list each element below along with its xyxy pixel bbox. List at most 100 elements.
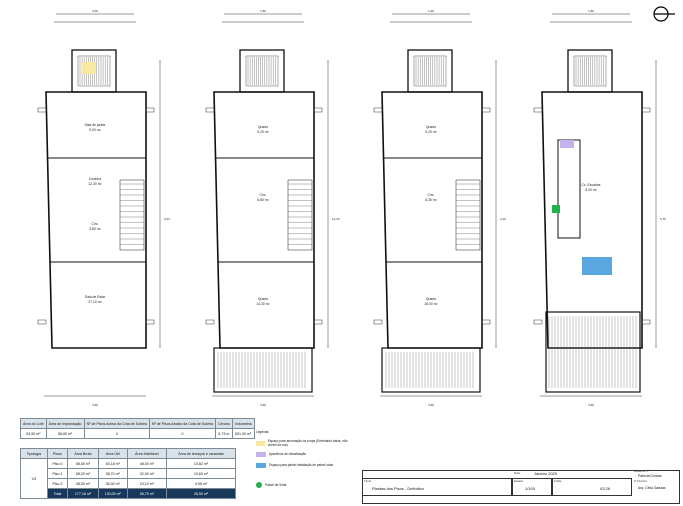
dimension-label: 1,50 [260, 9, 266, 13]
grate [573, 55, 607, 87]
lot-value: 58,80 m² [45, 428, 85, 439]
floor-cell: 36,30 m² [97, 478, 128, 489]
sheet-label: Folha: [554, 479, 562, 483]
legend-item: Aparelhos de climatização [256, 451, 306, 457]
floor-header: Área Útil [97, 448, 128, 459]
title-block: Título: Plantas dos Pisos - Definitivo E… [362, 469, 680, 504]
window-marker [313, 107, 323, 113]
window-marker [481, 319, 491, 325]
table-row: Piso 2 38,30 m² 36,30 m² 24,10 m² 4,95 m… [21, 478, 237, 489]
window-marker [481, 107, 491, 113]
dimension-label: 1,20 [428, 9, 434, 13]
floor-cell: 58,20 m² [67, 468, 99, 479]
room-name: Cx. Escadas [581, 183, 600, 187]
window-marker [205, 107, 215, 113]
room-area: 5,00 m² [585, 188, 597, 192]
window-marker [313, 319, 323, 325]
stair [287, 179, 313, 251]
room-area: 16,00 m² [424, 302, 438, 306]
legend-item: Espaço para arrumação da roupa (Entretan… [256, 439, 356, 447]
dimension-label: 3,10 [500, 217, 506, 221]
client-value: Patrícia Durana [638, 474, 662, 478]
legend-swatch [256, 462, 266, 468]
window-marker [145, 319, 155, 325]
floor-header: Tipologia [20, 448, 48, 459]
floor-cell: 10,63 m² [165, 468, 237, 479]
window-marker [533, 319, 543, 325]
legend-label: Painel de Solar [265, 483, 287, 487]
floor-cell: 32,00 m² [126, 468, 167, 479]
solar-panel-icon [552, 205, 560, 213]
scale-cell [512, 478, 552, 496]
scale-value: 1/100 [525, 486, 536, 491]
window-marker [641, 107, 651, 113]
room-area: 9,00 m² [89, 128, 101, 132]
author-value: Arq. Célia Ganaas [638, 486, 666, 490]
window-marker [145, 107, 155, 113]
drawing-title: Plantas dos Pisos - Definitivo [372, 486, 424, 491]
floor-cell: 24,10 m² [126, 478, 167, 489]
room-name: Circ. [428, 193, 435, 197]
tipologia-cell: V3 [20, 458, 48, 499]
balcony [381, 347, 481, 393]
room-area: 6,30 m² [425, 198, 437, 202]
date-value: Janeiro 2020 [534, 471, 558, 476]
terrace-box [71, 49, 117, 93]
title-cell [362, 478, 512, 496]
sheet-value: 03.26 [600, 486, 611, 491]
solar-area [582, 257, 612, 275]
sheet-cell [552, 478, 632, 496]
lot-value: 0 [148, 428, 217, 439]
grate [413, 55, 447, 87]
window-marker [37, 107, 47, 113]
legend-item: Painel de Solar [256, 482, 287, 488]
lot-header: Área de implantação [45, 418, 85, 429]
north-arrow-icon [653, 6, 675, 22]
room-area: 9,20 m² [257, 130, 269, 134]
room-name: Sala de Estar [85, 295, 106, 299]
window-marker [641, 319, 651, 325]
lot-value: 3 [83, 428, 150, 439]
window-marker [37, 319, 47, 325]
dimension-label: 3,00 [92, 9, 98, 13]
terrace-box [407, 49, 453, 93]
room-area: 12,30 m² [88, 182, 102, 186]
scale-label: Escala: [514, 479, 524, 483]
solar-panel-icon [256, 482, 262, 488]
legend-label: Espaço para arrumação da roupa (Entretan… [267, 439, 348, 447]
date-label: Data: [514, 471, 521, 475]
floor-cell: 10,82 m² [165, 458, 237, 469]
room-name: Quarto [426, 125, 436, 129]
room-name: Quarto [426, 297, 436, 301]
room-name: Circ. [92, 222, 99, 226]
lot-header: Nº de Pisos Acima da Cota de Soleira [83, 418, 150, 429]
lot-table: Área do Lote Área de implantação Nº de P… [20, 418, 255, 439]
floor-header: Área Habitável [126, 448, 167, 459]
room-area: 6,80 m² [257, 198, 269, 202]
total-cell: 130,00 m² [97, 488, 128, 499]
room-name: Circ. [260, 193, 267, 197]
terrace-box [567, 49, 613, 93]
terrace-box [239, 49, 285, 93]
window-marker [533, 107, 543, 113]
floor-cell: 54,18 m² [97, 458, 128, 469]
lot-header: Nº de Pisos Abaixo da Cota de Soleira [148, 418, 217, 429]
window-marker [205, 319, 215, 325]
floor-cell: 48,00 m² [126, 458, 167, 469]
floor-header: Área de terraços e varandas [165, 448, 237, 459]
dimension-label: 4,60 [428, 403, 434, 407]
exterior-wall [541, 91, 643, 349]
room-name: Cozinha [89, 177, 102, 181]
floor-area-table: Tipologia Pisos Área Bruta Área Útil Áre… [20, 448, 237, 499]
balcony [545, 311, 641, 393]
floor-cell: 58,80 m² [67, 458, 99, 469]
legend-swatch [256, 451, 266, 457]
floor-header: Pisos [46, 448, 69, 459]
room-area: 14,30 m² [256, 302, 270, 306]
hvac-area [560, 140, 574, 148]
dimension-label: 4,60 [92, 403, 98, 407]
table-row: V3 Piso 0 58,80 m² 54,18 m² 48,00 m² 10,… [20, 458, 237, 499]
dimension-label: 1,60 [588, 9, 594, 13]
dimension-label: 4,60 [588, 403, 594, 407]
